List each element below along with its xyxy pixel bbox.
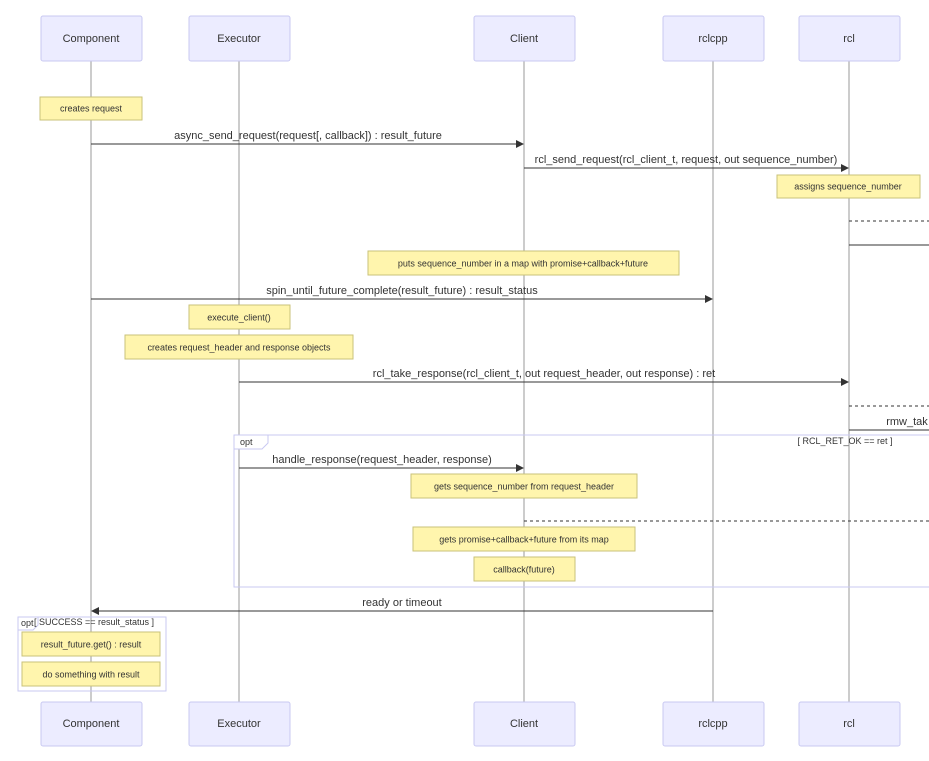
actor-client-bottom: Client bbox=[473, 701, 576, 747]
message-label-handle-response: handle_response(request_header, response… bbox=[272, 454, 492, 466]
note-creates-request-header: creates request_header and response obje… bbox=[124, 334, 354, 360]
opt-frame-condition: [ RCL_RET_OK == ret ] bbox=[797, 436, 892, 446]
actor-executor-bottom: Executor bbox=[188, 701, 291, 747]
actor-label: Component bbox=[63, 33, 120, 45]
actor-label: rcl bbox=[843, 33, 855, 45]
message-label-rcl-take: rcl_take_response(rcl_client_t, out requ… bbox=[373, 368, 715, 380]
actor-label: Executor bbox=[217, 718, 261, 730]
actor-label: rcl bbox=[843, 718, 855, 730]
actor-label: Executor bbox=[217, 33, 261, 45]
opt-frame-condition: [ SUCCESS == result_status ] bbox=[34, 617, 154, 627]
message-label-async-send: async_send_request(request[, callback]) … bbox=[174, 130, 442, 142]
note-text: creates request bbox=[60, 103, 123, 113]
actor-client-top: Client bbox=[473, 15, 576, 62]
note-text: do something with result bbox=[42, 669, 140, 679]
actor-label: Component bbox=[63, 718, 120, 730]
note-creates-request: creates request bbox=[39, 96, 143, 121]
note-gets-promise: gets promise+callback+future from its ma… bbox=[412, 526, 636, 552]
actor-rclcpp-top: rclcpp bbox=[662, 15, 765, 62]
message-label-rcl-send: rcl_send_request(rcl_client_t, request, … bbox=[535, 154, 838, 166]
note-text: execute_client() bbox=[207, 312, 271, 322]
note-text: assigns sequence_number bbox=[794, 181, 902, 191]
note-text: gets sequence_number from request_header bbox=[434, 481, 614, 491]
actor-label: Client bbox=[510, 718, 538, 730]
note-text: callback(future) bbox=[493, 564, 555, 574]
opt-frame-label: opt bbox=[21, 618, 34, 628]
message-label-rmw-take: rmw_tak bbox=[886, 416, 928, 428]
actor-label: Client bbox=[510, 33, 538, 45]
message-label-spin: spin_until_future_complete(result_future… bbox=[266, 285, 538, 297]
actor-rcl-bottom: rcl bbox=[798, 701, 901, 747]
actor-component-top: Component bbox=[40, 15, 143, 62]
note-assigns-sequence-number: assigns sequence_number bbox=[776, 174, 921, 199]
actor-rclcpp-bottom: rclcpp bbox=[662, 701, 765, 747]
note-execute-client: execute_client() bbox=[188, 304, 291, 330]
note-do-something: do something with result bbox=[21, 661, 161, 687]
opt-frame-success: opt [ SUCCESS == result_status ] bbox=[17, 616, 167, 692]
actor-label: rclcpp bbox=[698, 33, 727, 45]
note-gets-sequence-number: gets sequence_number from request_header bbox=[410, 473, 638, 499]
note-result-get: result_future.get() : result bbox=[21, 631, 161, 657]
opt-frame-label: opt bbox=[240, 437, 253, 447]
note-text: result_future.get() : result bbox=[41, 639, 142, 649]
actor-executor-top: Executor bbox=[188, 15, 291, 62]
actor-rcl-top: rcl bbox=[798, 15, 901, 62]
opt-frame-response: opt [ RCL_RET_OK == ret ] bbox=[233, 434, 929, 588]
actor-component-bottom: Component bbox=[40, 701, 143, 747]
note-puts-sequence-number: puts sequence_number in a map with promi… bbox=[367, 250, 680, 276]
note-text: puts sequence_number in a map with promi… bbox=[398, 258, 648, 268]
note-text: creates request_header and response obje… bbox=[147, 342, 331, 352]
note-text: gets promise+callback+future from its ma… bbox=[439, 534, 609, 544]
note-callback-future: callback(future) bbox=[473, 556, 576, 582]
actor-label: rclcpp bbox=[698, 718, 727, 730]
message-label-ready: ready or timeout bbox=[362, 597, 441, 609]
